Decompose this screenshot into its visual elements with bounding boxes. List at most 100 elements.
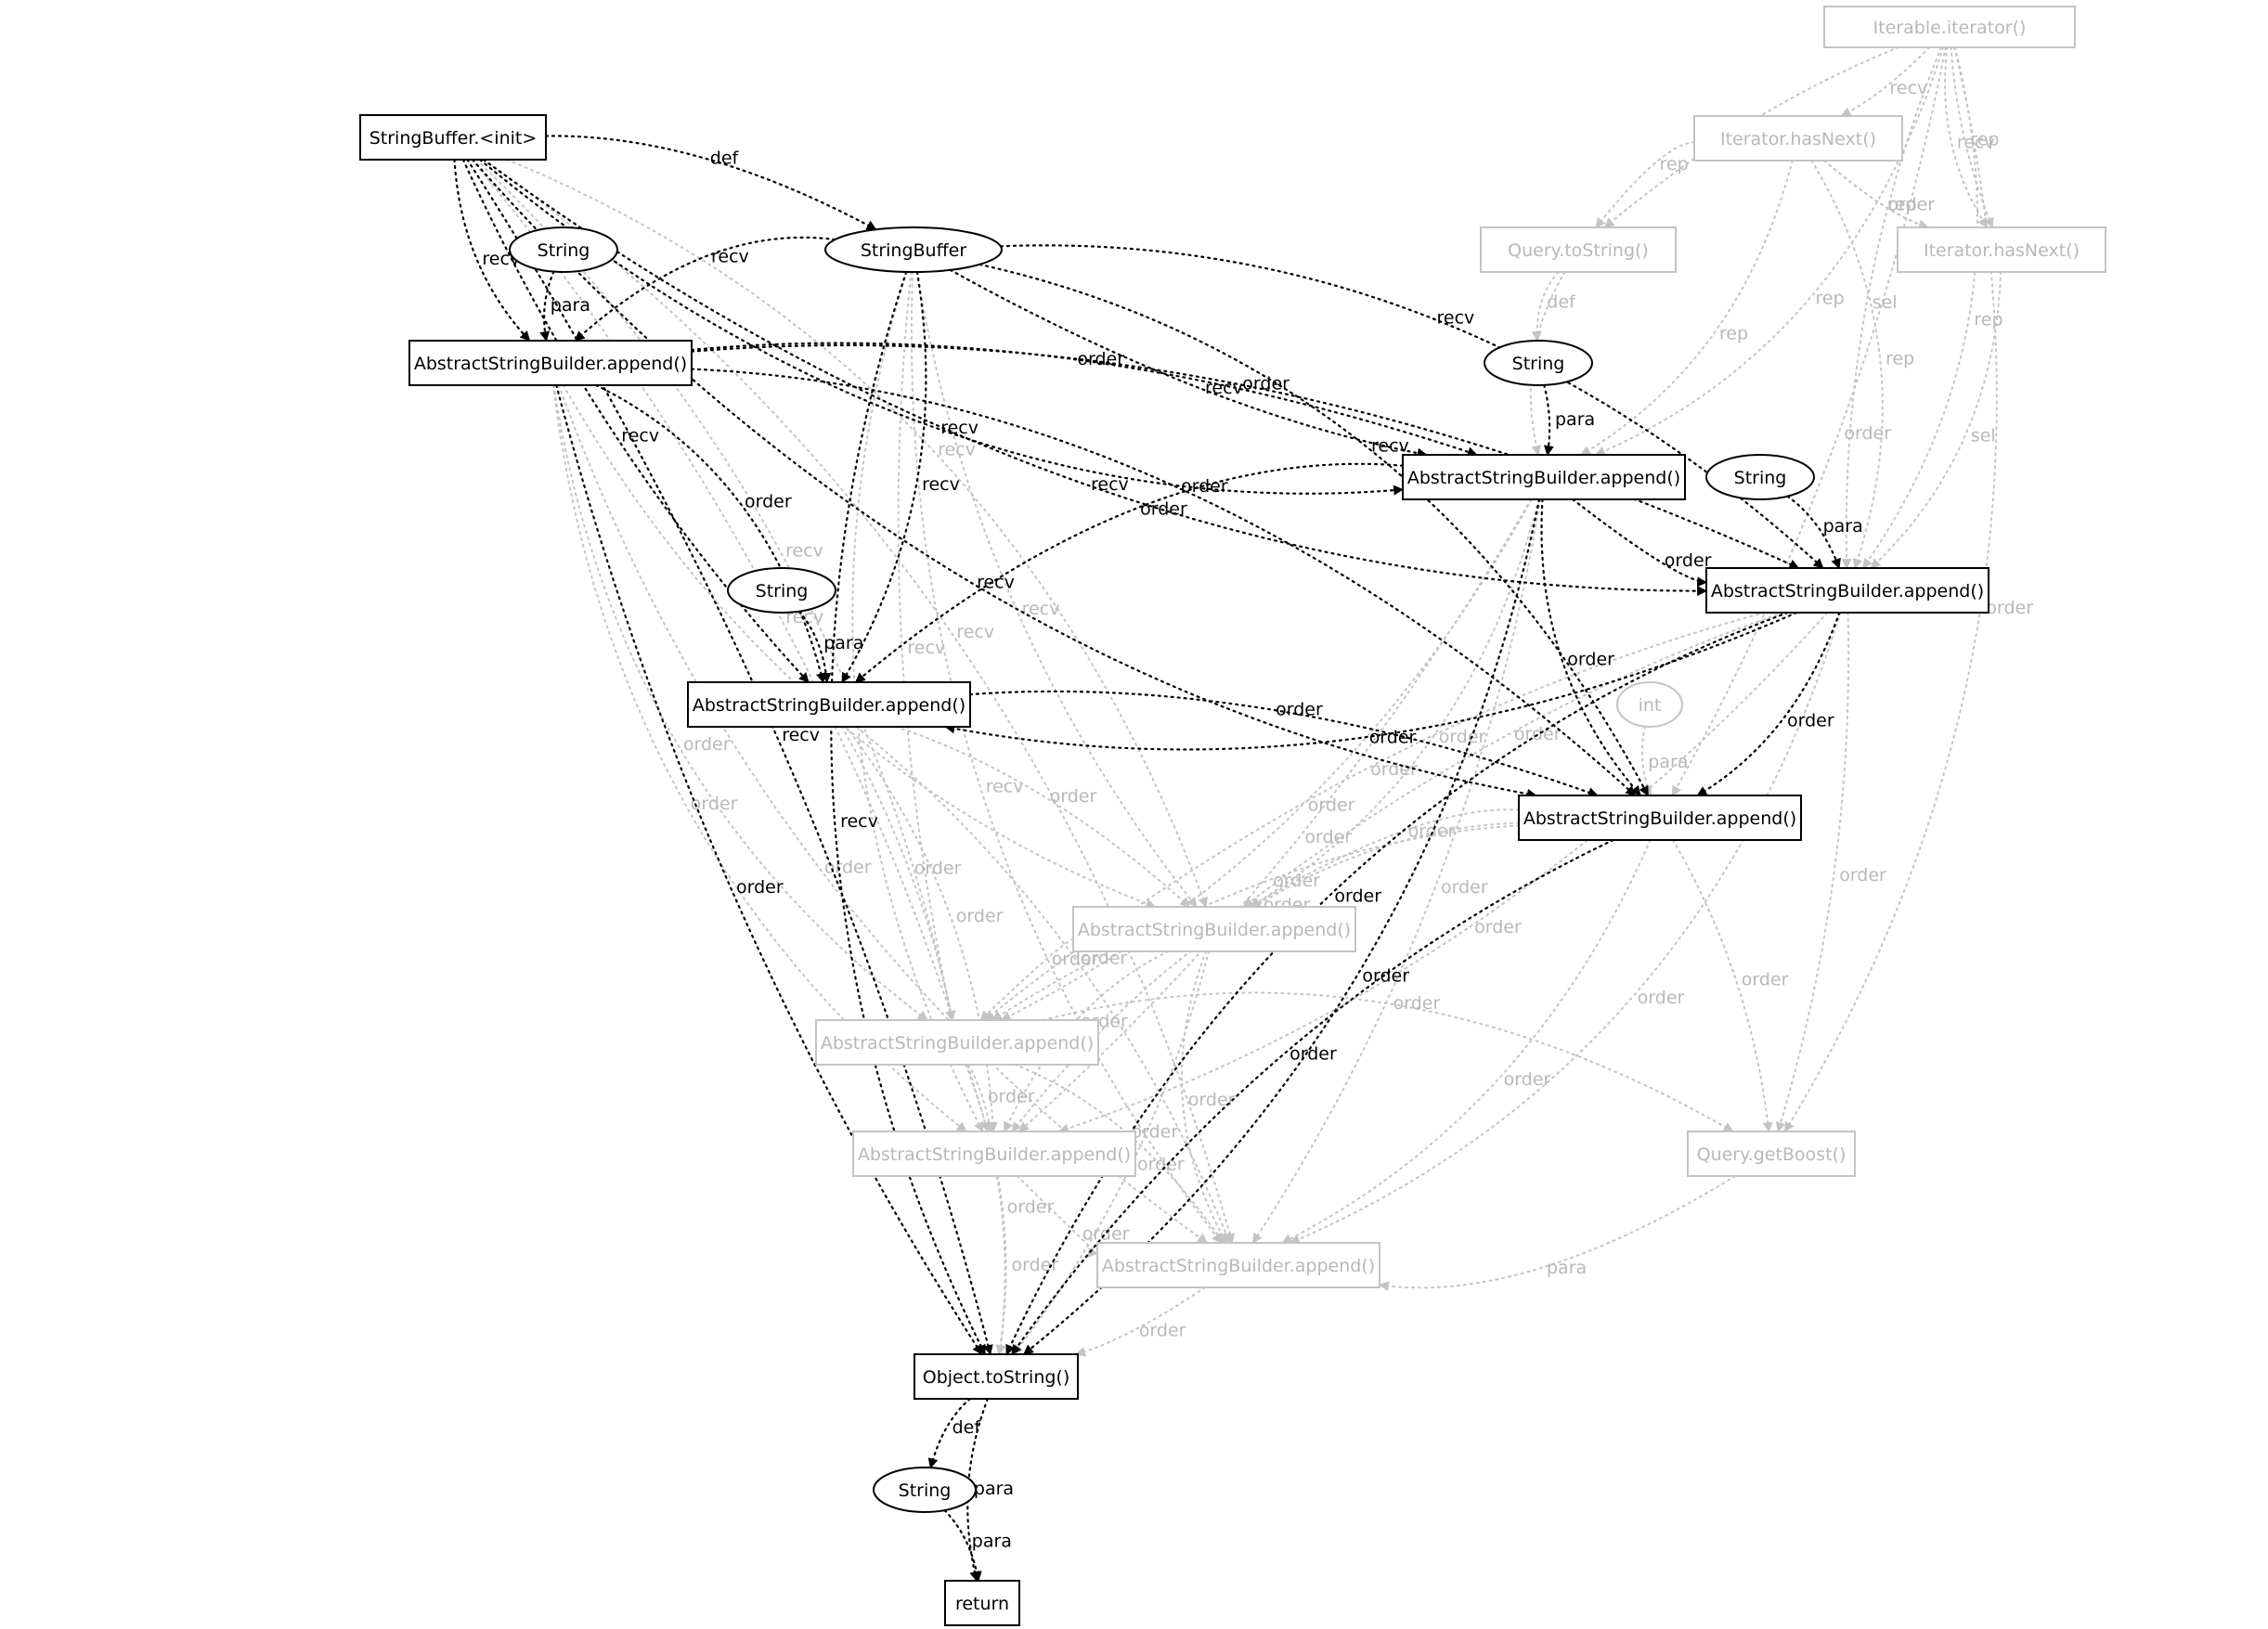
node-n-asb-i[interactable]: AbstractStringBuilder.append(): [1096, 1242, 1380, 1288]
edge-order: [1671, 46, 1947, 796]
node-n-asb-e[interactable]: AbstractStringBuilder.append(): [1518, 795, 1802, 841]
node-label: int: [1639, 695, 1662, 716]
node-label: String: [756, 581, 809, 601]
edge-label-recv: recv: [1890, 78, 1928, 98]
edge-label-order: order: [736, 877, 784, 898]
node-n-int[interactable]: int: [1616, 681, 1683, 728]
edge-label-order: order: [1077, 349, 1124, 369]
node-n-string2[interactable]: String: [1484, 340, 1593, 386]
edge-label-rep: rep: [1719, 324, 1748, 344]
edge-recv: [482, 158, 1708, 597]
edge-label-order: order: [1665, 550, 1712, 571]
node-n-asb-b[interactable]: AbstractStringBuilder.append(): [1402, 454, 1686, 500]
node-box: [1693, 115, 1903, 162]
node-n-sb-init[interactable]: StringBuffer.<init>: [359, 114, 547, 161]
node-n-string3[interactable]: String: [1705, 454, 1815, 500]
edge-label-rep: rep: [1660, 154, 1689, 175]
node-n-asb-g[interactable]: AbstractStringBuilder.append(): [815, 1019, 1099, 1066]
node-label: AbstractStringBuilder.append(): [1102, 1256, 1375, 1276]
edge-label-recv: recv: [840, 811, 878, 832]
node-label: AbstractStringBuilder.append(): [1078, 920, 1351, 940]
edge-order: [1016, 1175, 1099, 1258]
edge-order: [967, 1064, 994, 1133]
edge-label-order: order: [1007, 1196, 1055, 1217]
node-ellipse: [1616, 681, 1683, 728]
edge-label-order: order: [745, 492, 792, 512]
node-label: StringBuffer.<init>: [369, 128, 538, 149]
node-n-asb-c[interactable]: AbstractStringBuilder.append(): [1705, 567, 1989, 614]
edge-label-order: order: [914, 859, 962, 879]
edge-label-recv: recv: [938, 439, 976, 459]
edge-label-order: order: [1369, 728, 1417, 748]
node-label: Iterator.hasNext(): [1720, 129, 1876, 149]
edge-rep: [1594, 46, 1945, 457]
edge-recv: [897, 271, 956, 1022]
node-n-iter-iterator[interactable]: Iterable.iterator(): [1823, 6, 2076, 48]
node-n-return[interactable]: return: [944, 1580, 1020, 1626]
node-label: Iterator.hasNext(): [1924, 240, 2080, 261]
edge-label-order: order: [1638, 988, 1685, 1008]
node-ellipse: [824, 226, 1003, 273]
edge-label-order: order: [1504, 1069, 1551, 1090]
edge-para: [539, 270, 555, 343]
node-n-string1[interactable]: String: [509, 226, 618, 273]
edge-label-order: order: [1139, 1320, 1186, 1340]
edge-order: [1000, 498, 1533, 1021]
node-n-hasnext1[interactable]: Iterator.hasNext(): [1693, 115, 1903, 162]
dark-edge-layer: defrecvrecvrecvrecvrecvrecvpararecvrecvr…: [453, 135, 1863, 1583]
edge-recv: [830, 270, 987, 1356]
edge-rep: [1580, 160, 1794, 456]
node-ellipse: [509, 226, 618, 273]
node-n-asb-a[interactable]: AbstractStringBuilder.append(): [408, 340, 693, 386]
edge-label-order: order: [1050, 786, 1097, 807]
edge-rep: [1810, 160, 1884, 570]
node-ellipse: [873, 1467, 977, 1513]
node-label: String: [1512, 354, 1565, 374]
edge-label-order: order: [1370, 759, 1418, 780]
edge-label-order: order: [1787, 711, 1834, 731]
edge-recv: [453, 158, 531, 343]
node-n-stringbuffer[interactable]: StringBuffer: [824, 226, 1003, 273]
node-n-query-tostring[interactable]: Query.toString(): [1480, 226, 1677, 273]
edge-label-recv: recv: [711, 246, 749, 266]
edge-order: [555, 383, 983, 1356]
edge-para: [943, 1509, 982, 1583]
edge-order: [979, 937, 1074, 1021]
node-n-asb-f[interactable]: AbstractStringBuilder.append(): [1072, 906, 1356, 952]
node-label: AbstractStringBuilder.append(): [858, 1144, 1131, 1165]
node-n-hasnext2[interactable]: Iterator.hasNext(): [1897, 226, 2106, 273]
edge-order: [1250, 808, 1520, 908]
edge-label-order: order: [1844, 423, 1891, 444]
edge-label-recv: recv: [956, 622, 994, 642]
edge-label-recv: recv: [1371, 436, 1409, 457]
edge-order: [854, 462, 1405, 684]
node-box: [1072, 906, 1356, 952]
node-label: Object.toString(): [923, 1367, 1070, 1388]
node-n-obj-tostring[interactable]: Object.toString(): [914, 1353, 1079, 1400]
edge-para: [1543, 383, 1554, 457]
edge-para: [797, 610, 832, 684]
edge-label-order: order: [1304, 827, 1352, 847]
edge-sel: [1841, 46, 1943, 570]
edge-label-order: order: [1334, 886, 1381, 907]
node-n-getboost[interactable]: Query.getBoost(): [1687, 1131, 1856, 1177]
node-n-asb-d[interactable]: AbstractStringBuilder.append(): [687, 681, 971, 728]
node-box: [1705, 567, 1989, 614]
edge-label-para: para: [1547, 1258, 1587, 1278]
edge-label-para: para: [1555, 409, 1595, 430]
edge-label-order: order: [1474, 917, 1522, 937]
edge-order: [1289, 612, 1842, 1245]
node-label: Query.getBoost(): [1697, 1144, 1847, 1165]
edge-para: [1786, 495, 1841, 570]
node-n-string4[interactable]: String: [727, 567, 836, 614]
edge-label-order: order: [1242, 374, 1290, 394]
node-box: [1897, 226, 2106, 273]
edge-label-rep: rep: [1886, 348, 1914, 368]
node-label: String: [1734, 468, 1787, 488]
node-n-string5[interactable]: String: [873, 1467, 977, 1513]
edge-label-order: order: [1140, 499, 1187, 520]
edge-label-rep: rep: [1970, 130, 1999, 150]
node-n-asb-h[interactable]: AbstractStringBuilder.append(): [852, 1131, 1136, 1177]
edge-para: [1640, 725, 1652, 797]
